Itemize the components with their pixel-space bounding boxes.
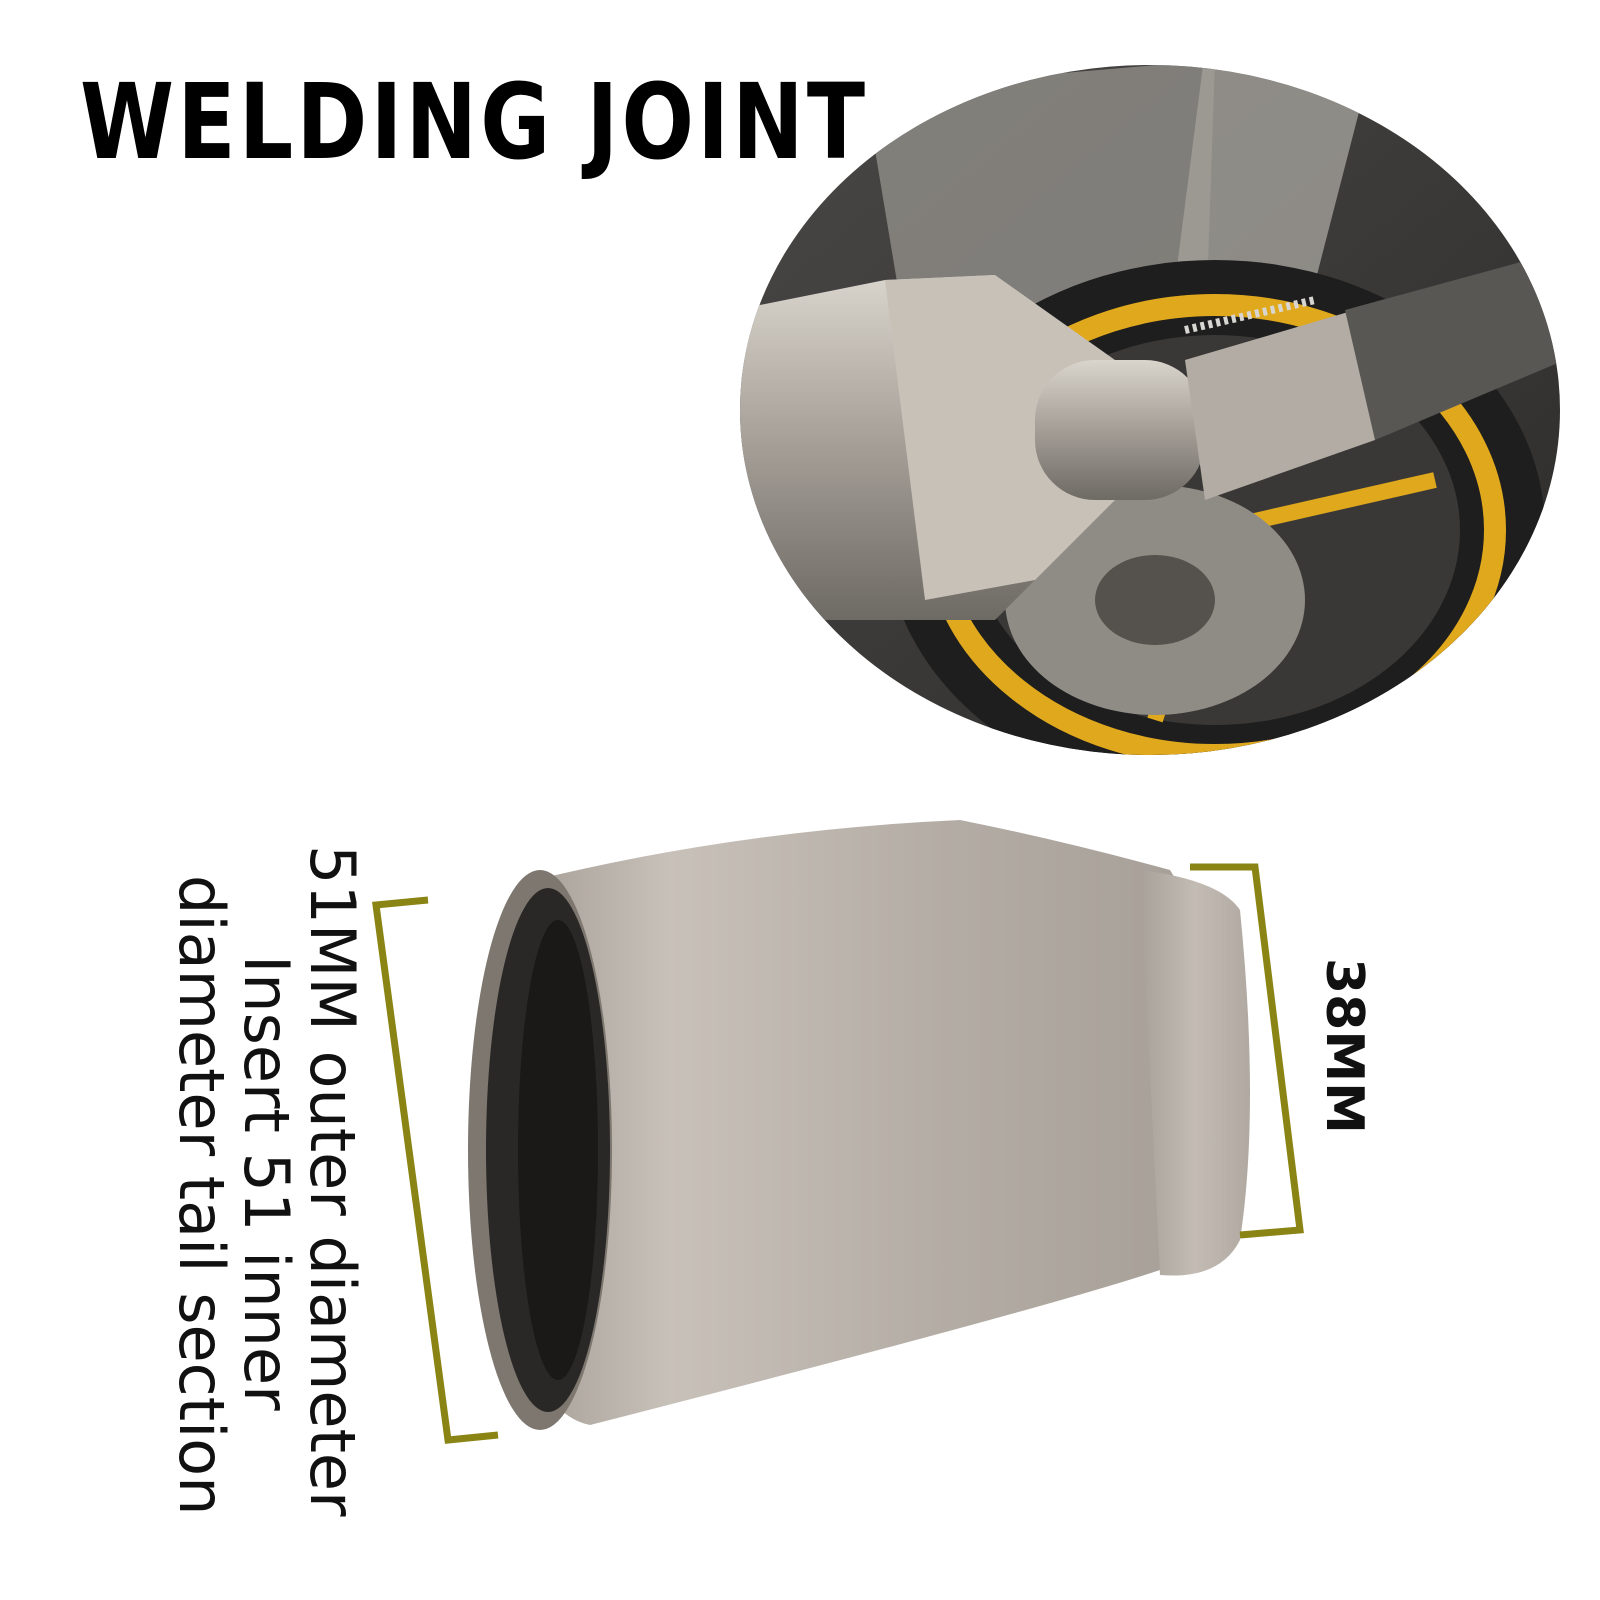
outer-diameter-bracket xyxy=(372,896,499,1444)
inner-diameter-label: 38MM xyxy=(1314,958,1374,1134)
outer-label-line-3: diameter tail section xyxy=(164,875,238,1516)
inner-diameter-bracket xyxy=(1190,863,1304,1239)
welding-joint-product xyxy=(468,820,1250,1430)
outer-diameter-label: 51MM outer diameter Insert 51 inner diam… xyxy=(164,845,369,1517)
outer-label-line-2: Insert 51 inner xyxy=(230,955,304,1411)
page-title: WELDING JOINT xyxy=(80,61,869,183)
installed-exhaust-photo xyxy=(740,65,1560,755)
outer-label-line-1: 51MM outer diameter xyxy=(296,845,369,1517)
